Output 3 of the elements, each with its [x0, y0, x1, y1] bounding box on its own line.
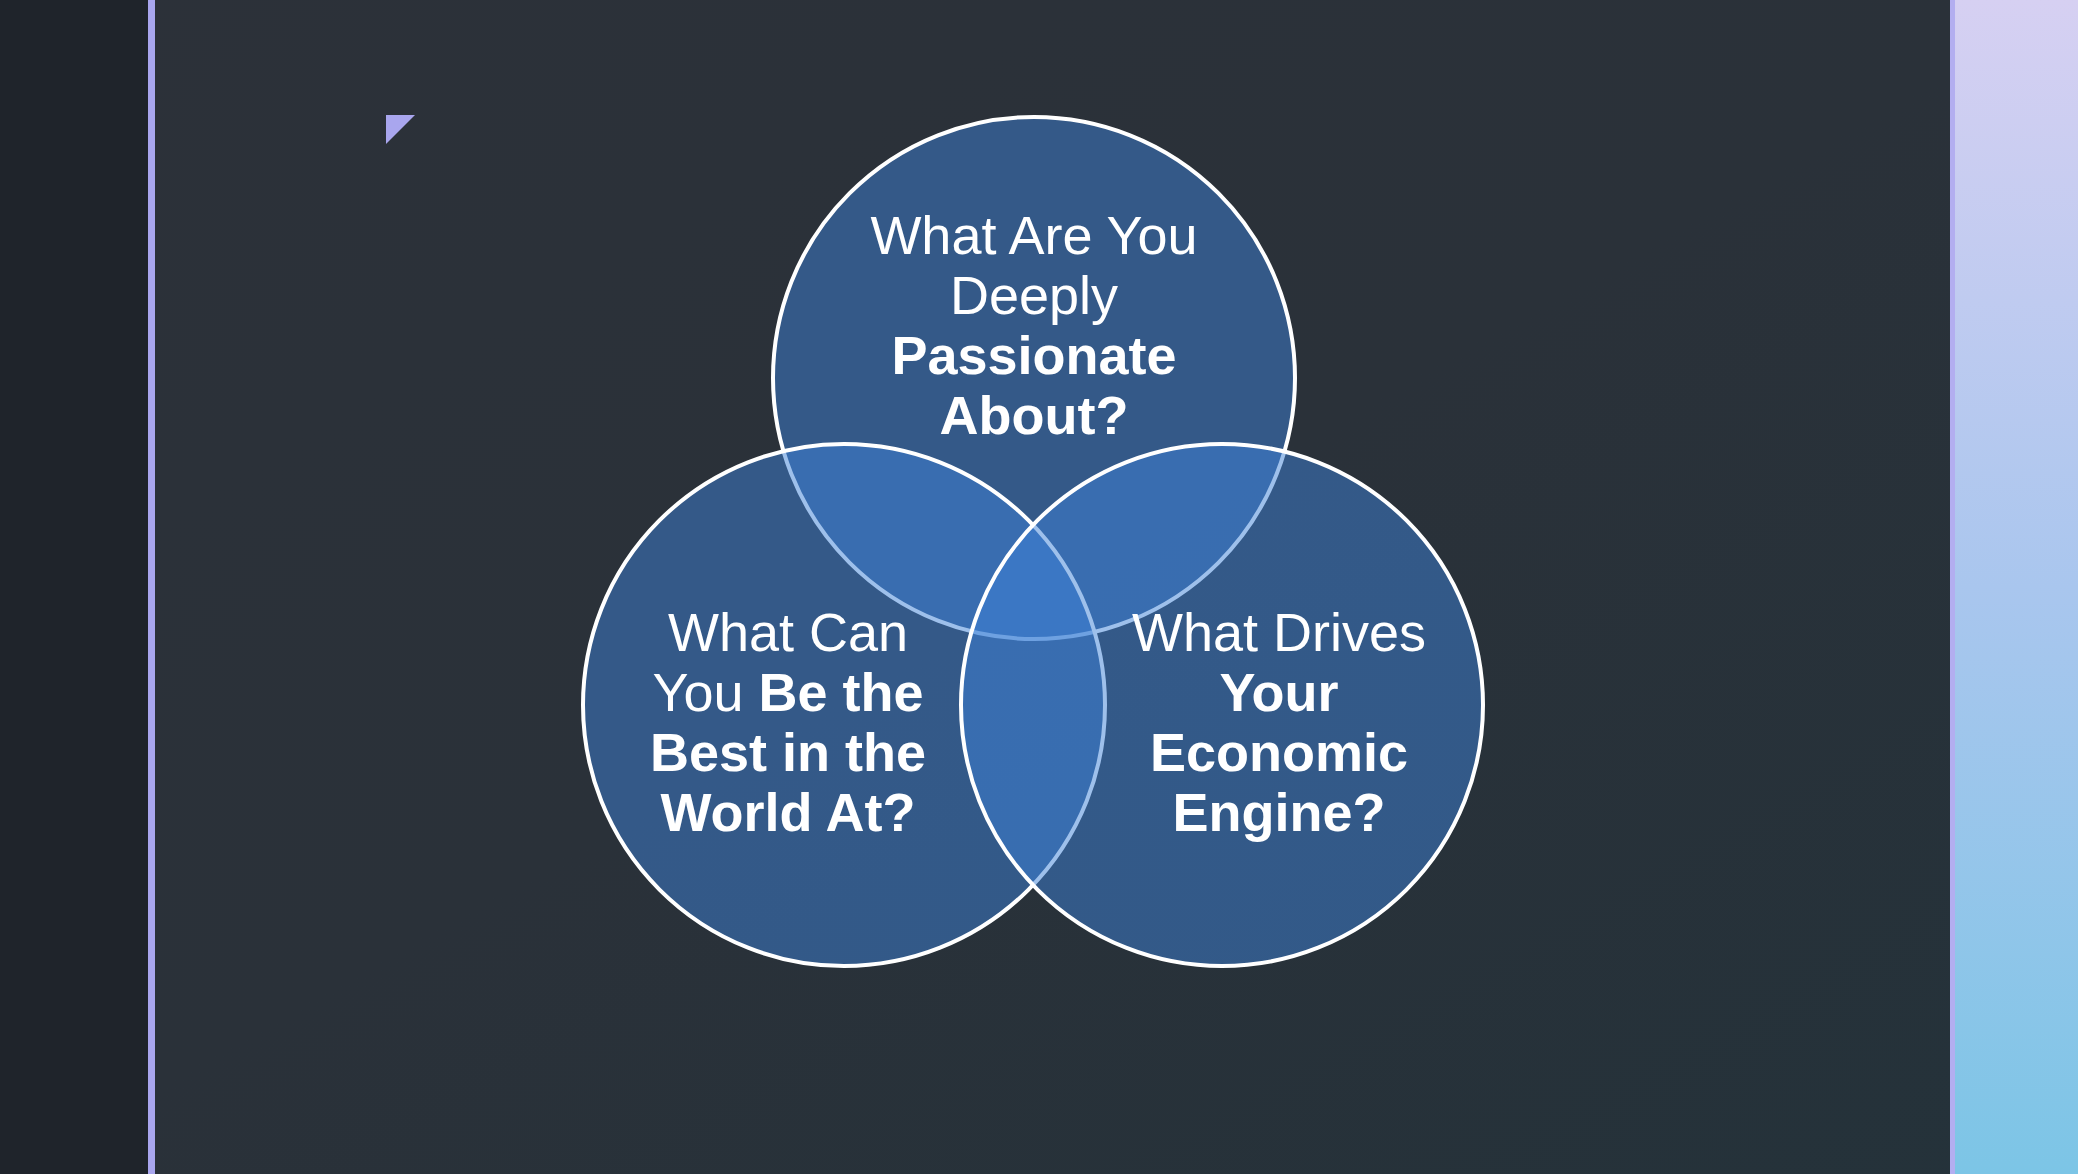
circle-label: What Can You Be the Best in the World At? — [648, 602, 927, 842]
circle-label: What Are You Deeply Passionate About? — [869, 205, 1199, 445]
circle-label: What Drives Your Economic Engine? — [1130, 602, 1427, 842]
